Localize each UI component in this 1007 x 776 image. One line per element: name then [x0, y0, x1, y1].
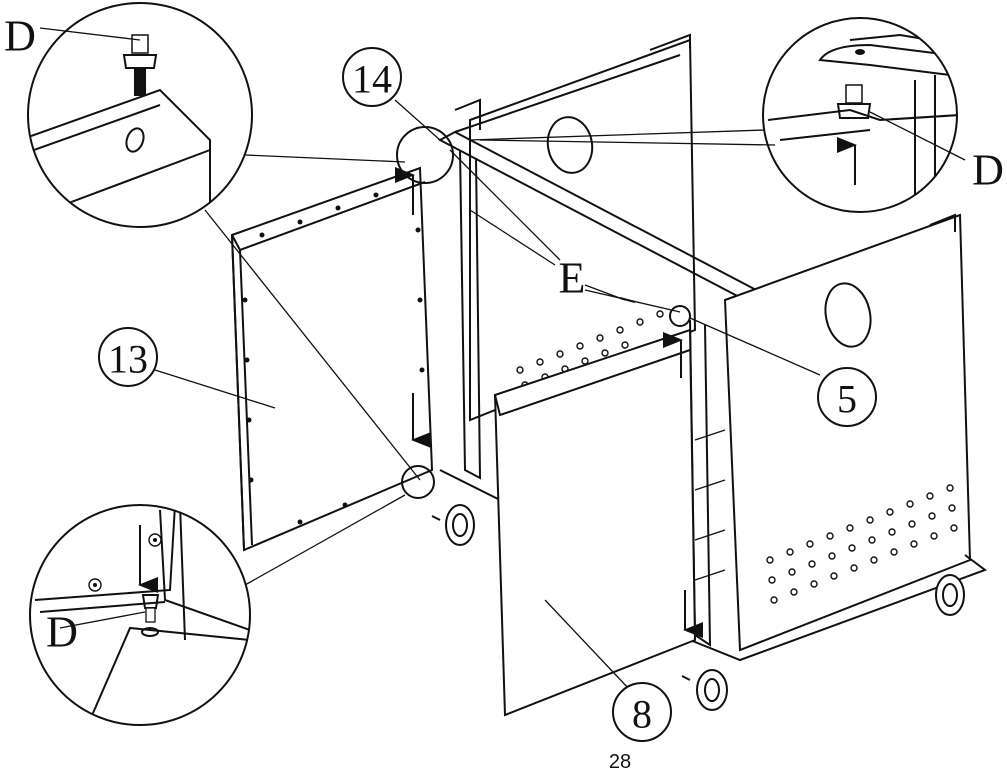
- callout-8: 8: [612, 682, 672, 742]
- page-number: 28: [609, 751, 631, 773]
- letter-e: E: [559, 254, 586, 303]
- detail-circle-top-right: [762, 17, 966, 213]
- detail-circle-top-left: [27, 2, 253, 228]
- door-8: [493, 328, 703, 717]
- cabinet-frame: [437, 33, 988, 662]
- side-vent-holes: [766, 484, 958, 604]
- callout-13: 13: [98, 327, 158, 387]
- door-13: [230, 166, 434, 552]
- wheel-right: [935, 574, 965, 616]
- callout-14-label: 14: [352, 57, 392, 102]
- wheel-left: [431, 504, 475, 546]
- letter-d-bottom-left: D: [46, 608, 78, 657]
- callout-5-label: 5: [837, 377, 857, 422]
- callout-13-label: 13: [108, 337, 148, 382]
- callout-8-label: 8: [632, 692, 652, 737]
- callout-5: 5: [817, 367, 877, 427]
- leader-lines: [154, 99, 821, 691]
- detail-circle-bottom-left: [29, 504, 251, 726]
- caster-wheels: [431, 504, 965, 711]
- letter-d-top-right: D: [972, 146, 1004, 195]
- letter-d-top-left: D: [4, 12, 36, 61]
- callout-14: 14: [342, 47, 402, 107]
- wheel-front: [681, 669, 728, 711]
